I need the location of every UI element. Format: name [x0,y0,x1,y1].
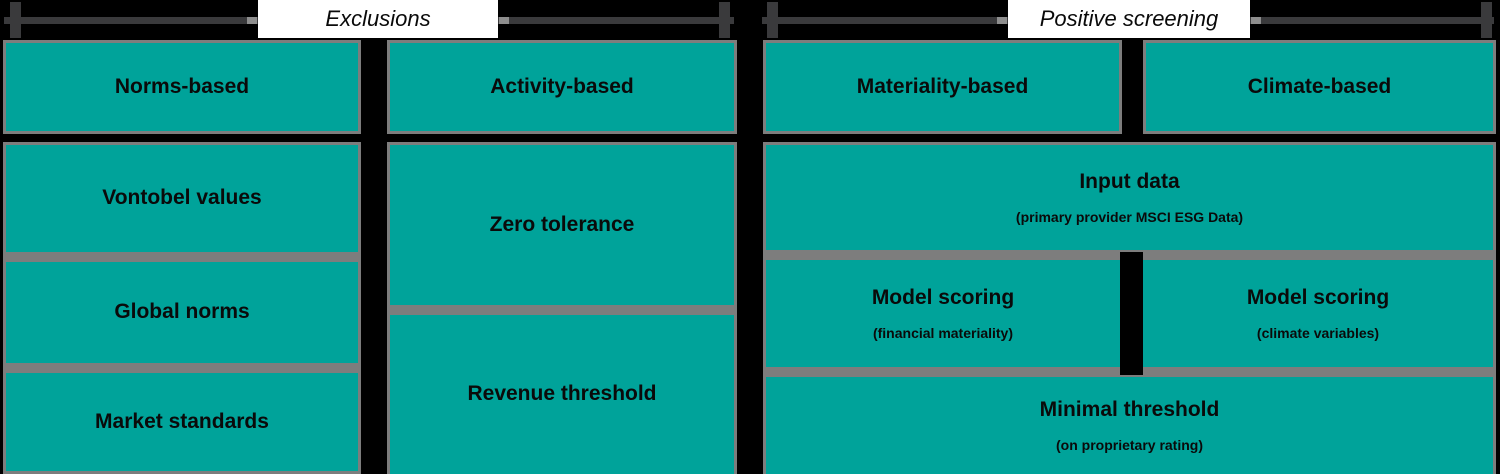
box-subtitle: (on proprietary rating) [1055,436,1203,453]
box-title: Model scoring [871,286,1015,310]
arrow-inner-tip-icon [997,17,1007,24]
box-materiality-based-header: Materiality-based [763,40,1122,134]
box-subtitle: (financial materiality) [872,324,1014,341]
arrow-right-end-cap-icon [1481,2,1492,38]
box-activity-based-header: Activity-based [387,40,737,134]
box-subtitle: (climate variables) [1256,324,1380,341]
separator [6,363,358,373]
separator [390,305,734,315]
arrow-inner-tip-icon [1251,17,1261,24]
box-market-standards: Market standards [6,373,358,471]
arrow-inner-tip-icon [499,17,509,24]
box-title: Model scoring [1246,286,1390,310]
box-model-scoring-climate: Model scoring (climate variables) [1143,260,1493,367]
exclusions-label-text: Exclusions [325,6,431,31]
norms-based-column-body: Vontobel values Global norms Market stan… [3,142,361,474]
box-title: Vontobel values [102,186,262,210]
box-revenue-threshold: Revenue threshold [390,315,734,474]
box-input-data: Input data (primary provider MSCI ESG Da… [766,145,1493,250]
box-title: Climate-based [1247,74,1392,98]
box-global-norms: Global norms [6,262,358,363]
box-subtitle: (primary provider MSCI ESG Data) [1015,208,1244,225]
box-norms-based-header: Norms-based [3,40,361,134]
separator [6,252,358,262]
arrow-left-end-cap-icon [767,2,778,38]
box-title: Revenue threshold [467,382,657,406]
model-scoring-divider [1120,252,1143,375]
box-title: Input data [1079,170,1180,194]
positive-screening-label-text: Positive screening [1039,6,1219,31]
arrow-right-end-cap-icon [719,2,730,38]
activity-based-column-body: Zero tolerance Revenue threshold [387,142,737,474]
arrow-left-end-cap-icon [10,2,21,38]
box-climate-based-header: Climate-based [1143,40,1496,134]
arrow-inner-tip-icon [247,17,257,24]
positive-screening-body: Input data (primary provider MSCI ESG Da… [763,142,1496,474]
box-title: Minimal threshold [1039,398,1220,422]
box-title: Activity-based [490,74,634,98]
box-title: Market standards [95,409,269,433]
box-title: Materiality-based [856,74,1029,98]
positive-screening-label: Positive screening [1008,0,1250,38]
box-zero-tolerance: Zero tolerance [390,145,734,305]
box-vontobel-values: Vontobel values [6,145,358,252]
box-title: Zero tolerance [489,212,635,236]
model-scoring-row: Model scoring (financial materiality) Mo… [766,252,1493,375]
box-title: Global norms [114,300,250,324]
box-title: Norms-based [114,74,250,98]
box-model-scoring-financial: Model scoring (financial materiality) [766,260,1120,367]
box-minimal-threshold: Minimal threshold (on proprietary rating… [766,377,1493,474]
exclusions-label: Exclusions [258,0,498,38]
